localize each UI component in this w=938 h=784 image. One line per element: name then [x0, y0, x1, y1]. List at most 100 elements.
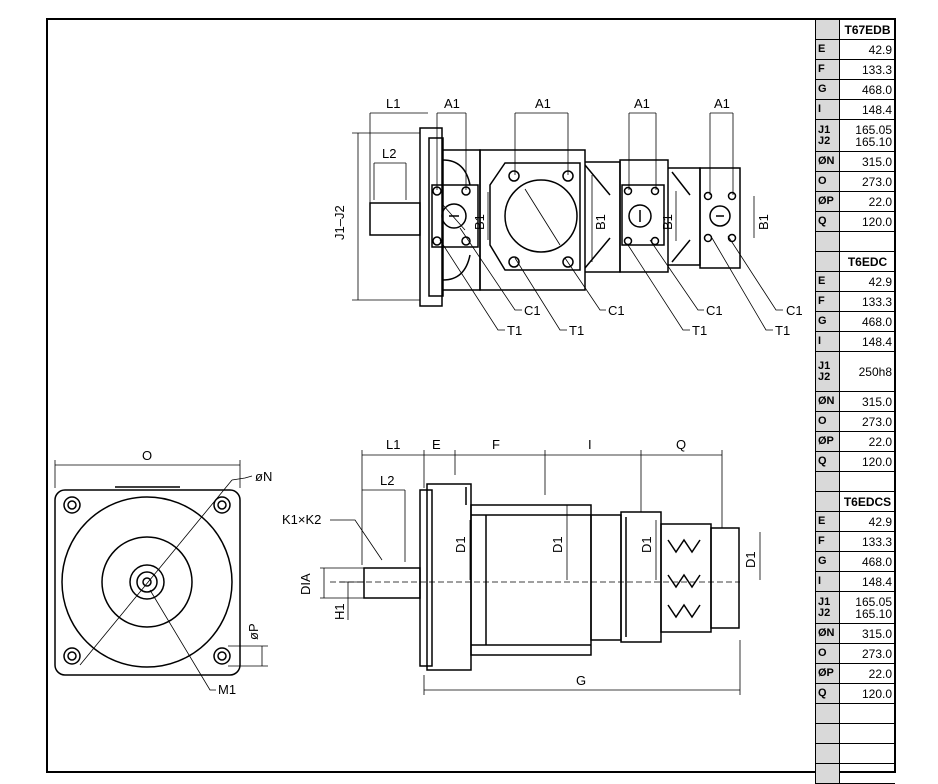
- dim-key: G: [816, 80, 840, 99]
- table-row: I 148.4: [816, 332, 895, 352]
- dim-key: F: [816, 60, 840, 79]
- label-C1-4: C1: [786, 303, 803, 318]
- label-E: E: [432, 437, 441, 452]
- dim-value: 468.0: [861, 82, 892, 97]
- label-N: øN: [255, 469, 272, 484]
- dim-value: 148.4: [861, 334, 892, 349]
- empty-key: [816, 764, 840, 783]
- table-spacer: [816, 472, 895, 492]
- dim-key: ØP: [816, 432, 840, 451]
- label-B1-2: B1: [593, 214, 608, 230]
- table-header-key: [816, 20, 840, 39]
- empty-value: [840, 744, 895, 763]
- dim-value: 273.0: [861, 414, 892, 429]
- dim-value: 22.0: [868, 666, 892, 681]
- dim-key: I: [816, 332, 840, 351]
- dim-value: 133.3: [861, 534, 892, 549]
- model-name: T67EDB: [844, 22, 891, 37]
- table-spacer: [816, 704, 895, 724]
- dim-value: 42.9: [868, 514, 892, 529]
- dim-key: O: [816, 172, 840, 191]
- dim-value: 315.0: [861, 394, 892, 409]
- label-B1-1: B1: [472, 214, 487, 230]
- label-Q: Q: [676, 437, 686, 452]
- top-view: [369, 127, 741, 307]
- spacer-value: [840, 704, 895, 723]
- dim-value: 165.05 165.10: [855, 594, 892, 621]
- dim-value: 273.0: [861, 646, 892, 661]
- spacer-value: [840, 472, 895, 491]
- dim-value: 250h8: [858, 364, 892, 379]
- dim-value: 133.3: [861, 62, 892, 77]
- dim-value: 315.0: [861, 626, 892, 641]
- label-B1-3: B1: [660, 214, 675, 230]
- dim-key: ØN: [816, 392, 840, 411]
- label-T1-3: T1: [692, 323, 707, 338]
- empty-key: [816, 724, 840, 743]
- table-row: G 468.0: [816, 552, 895, 572]
- table-row: ØN 315.0: [816, 152, 895, 172]
- dim-value: 468.0: [861, 554, 892, 569]
- empty-key: [816, 744, 840, 763]
- dim-value: 22.0: [868, 194, 892, 209]
- label-T1-2: T1: [569, 323, 584, 338]
- label-C1-3: C1: [706, 303, 723, 318]
- label-A1-2: A1: [535, 96, 551, 111]
- label-L1-side: L1: [386, 437, 400, 452]
- label-D1-4: D1: [743, 551, 758, 568]
- table-row: J1 J2 165.05 165.10: [816, 592, 895, 624]
- dim-key: J1 J2: [816, 592, 840, 623]
- label-A1-1: A1: [444, 96, 460, 111]
- dim-value: 42.9: [868, 42, 892, 57]
- label-B1-4: B1: [756, 214, 771, 230]
- table-spacer: [816, 232, 895, 252]
- label-C1-2: C1: [608, 303, 625, 318]
- dim-value: 148.4: [861, 574, 892, 589]
- label-O: O: [142, 448, 152, 463]
- dim-value: 133.3: [861, 294, 892, 309]
- label-A1-3: A1: [634, 96, 650, 111]
- table-row: ØP 22.0: [816, 432, 895, 452]
- table-header-key: [816, 252, 840, 271]
- table-empty-row: [816, 724, 895, 744]
- model-name: T6EDCS: [843, 494, 892, 509]
- label-L2-top: L2: [382, 146, 396, 161]
- label-L2-side: L2: [380, 473, 394, 488]
- table-row: O 273.0: [816, 644, 895, 664]
- side-view: [363, 483, 740, 671]
- label-G: G: [576, 673, 586, 688]
- table-empty-row: [816, 744, 895, 764]
- dim-key: ØN: [816, 152, 840, 171]
- spacer-key: [816, 472, 840, 491]
- empty-value: [840, 764, 895, 783]
- dim-key: O: [816, 644, 840, 663]
- table-row: G 468.0: [816, 80, 895, 100]
- dim-value: 315.0: [861, 154, 892, 169]
- label-K1K2: K1×K2: [282, 512, 321, 527]
- dim-key: I: [816, 572, 840, 591]
- dim-value: 22.0: [868, 434, 892, 449]
- dim-key: J1 J2: [816, 120, 840, 151]
- label-J1J2: J1–J2: [332, 205, 347, 240]
- table-row: F 133.3: [816, 292, 895, 312]
- spacer-key: [816, 232, 840, 251]
- dim-key: G: [816, 552, 840, 571]
- label-A1-4: A1: [714, 96, 730, 111]
- label-D1-2: D1: [550, 536, 565, 553]
- drawing-frame: [46, 18, 896, 773]
- dim-key: F: [816, 292, 840, 311]
- label-D1-1: D1: [453, 536, 468, 553]
- dim-key: G: [816, 312, 840, 331]
- label-T1-1: T1: [507, 323, 522, 338]
